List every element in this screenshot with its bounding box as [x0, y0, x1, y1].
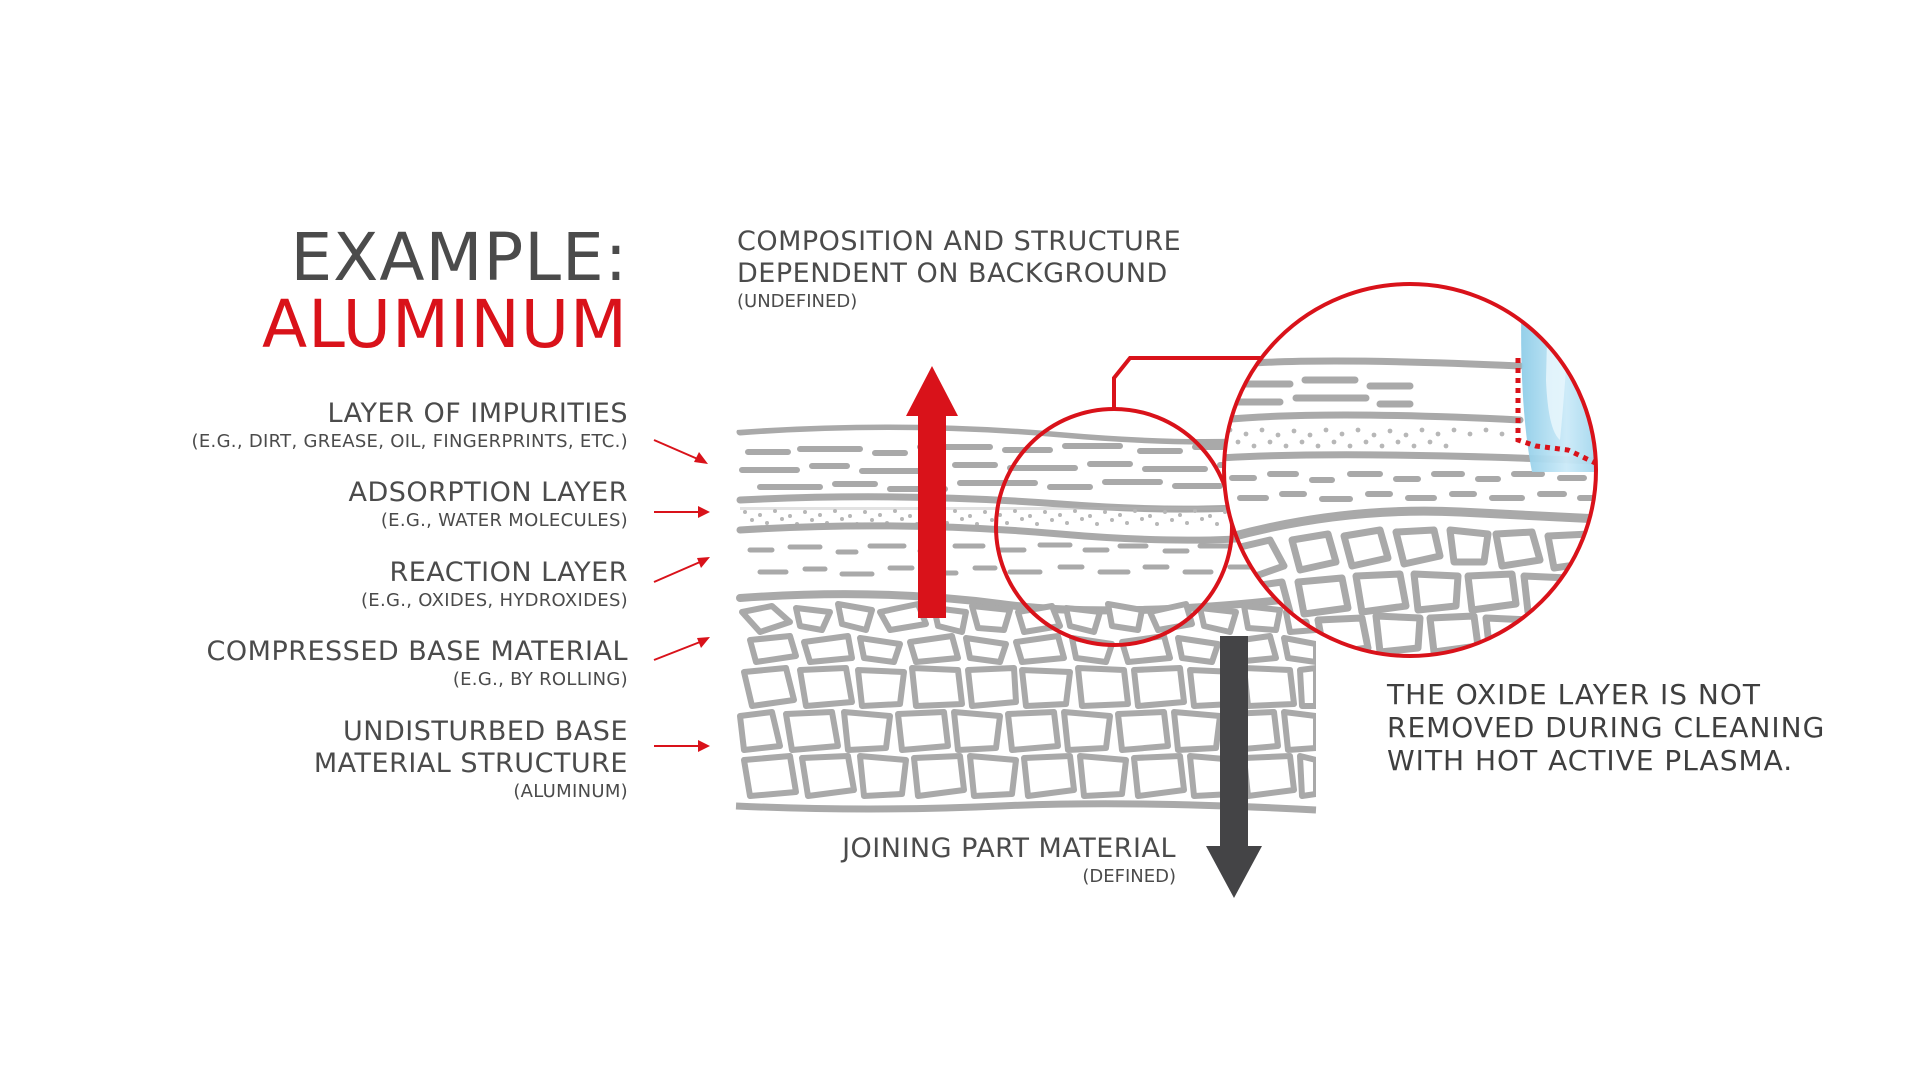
- plasma-jet: [1521, 284, 1596, 472]
- label-adsorption: ADSORPTION LAYER (E.G., WATER MOLECULES): [348, 477, 628, 533]
- label-compressed-title: COMPRESSED BASE MATERIAL: [206, 636, 628, 667]
- title-line-2: ALUMINUM: [262, 286, 628, 364]
- label-reaction: REACTION LAYER (E.G., OXIDES, HYDROXIDES…: [361, 557, 628, 613]
- label-adsorption-sub: (E.G., WATER MOLECULES): [380, 510, 628, 531]
- label-impurities-title: LAYER OF IMPURITIES: [327, 398, 628, 429]
- top-label-sub: (UNDEFINED): [737, 291, 858, 312]
- top-label: COMPOSITION AND STRUCTURE DEPENDENT ON B…: [737, 226, 1181, 314]
- note-line-2: REMOVED DURING CLEANING: [1387, 711, 1826, 744]
- note-line-1: THE OXIDE LAYER IS NOT: [1387, 678, 1761, 711]
- joining-label-title: JOINING PART MATERIAL: [842, 833, 1176, 864]
- note-line-3: WITH HOT ACTIVE PLASMA.: [1387, 744, 1794, 777]
- joining-label-sub: (DEFINED): [1082, 866, 1176, 887]
- compressed-layer: [739, 601, 1316, 665]
- pointer-impurities: [653, 439, 708, 464]
- joining-label: JOINING PART MATERIAL (DEFINED): [842, 833, 1176, 889]
- arrow-up-undefined: [906, 366, 958, 618]
- pointer-adsorption: [654, 506, 710, 518]
- label-undisturbed: UNDISTURBED BASE MATERIAL STRUCTURE (ALU…: [314, 716, 628, 804]
- title-line-1: EXAMPLE:: [290, 219, 628, 296]
- label-compressed-sub: (E.G., BY ROLLING): [452, 669, 628, 690]
- arrow-down-defined: [1206, 636, 1262, 898]
- pointer-undisturbed: [654, 740, 710, 752]
- pointer-reaction: [653, 557, 710, 583]
- label-reaction-sub: (E.G., OXIDES, HYDROXIDES): [360, 590, 628, 611]
- diagram-title: EXAMPLE: ALUMINUM: [262, 224, 628, 359]
- label-compressed: COMPRESSED BASE MATERIAL (E.G., BY ROLLI…: [207, 636, 628, 692]
- pointer-arrows: [653, 439, 710, 752]
- label-undisturbed-title-1: UNDISTURBED BASE: [342, 716, 628, 747]
- pointer-compressed: [653, 637, 710, 661]
- label-undisturbed-sub: (ALUMINUM): [513, 781, 628, 802]
- label-impurities: LAYER OF IMPURITIES (E.G., DIRT, GREASE,…: [192, 398, 628, 454]
- label-adsorption-title: ADSORPTION LAYER: [348, 477, 628, 508]
- top-label-line-2: DEPENDENT ON BACKGROUND: [737, 258, 1168, 289]
- oxide-note: THE OXIDE LAYER IS NOT REMOVED DURING CL…: [1387, 678, 1825, 777]
- label-impurities-sub: (E.G., DIRT, GREASE, OIL, FINGERPRINTS, …: [191, 431, 628, 452]
- label-undisturbed-title-2: MATERIAL STRUCTURE: [313, 748, 628, 779]
- zoom-detail: [1222, 282, 1598, 658]
- material-block-outline: [735, 800, 1317, 814]
- top-label-line-1: COMPOSITION AND STRUCTURE: [737, 226, 1182, 257]
- label-reaction-title: REACTION LAYER: [389, 557, 628, 588]
